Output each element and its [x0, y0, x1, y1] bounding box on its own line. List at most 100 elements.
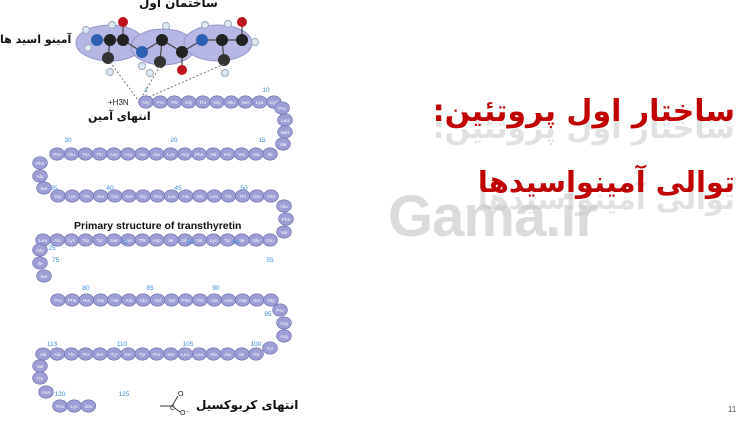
- residue-bead: Glu: [249, 189, 265, 203]
- illustration-title: ساختمان اول: [139, 0, 218, 10]
- residue-number: 10: [262, 87, 270, 94]
- residue-bead: Ile: [234, 347, 250, 361]
- residue-bead: Ala: [148, 147, 165, 161]
- residue-label: Ser: [124, 352, 132, 358]
- residue-label: Ala: [126, 298, 133, 304]
- residue-bead: Thr: [63, 347, 80, 361]
- residue-label: Arg: [280, 334, 288, 340]
- residue-bead: Pro: [50, 293, 66, 307]
- residue-bead: Ala: [49, 233, 65, 247]
- residue-bead: Pro: [274, 101, 290, 115]
- residue-bead: Arg: [177, 147, 193, 161]
- residue-bead: Glu: [263, 189, 279, 203]
- residue-bead: Thr: [220, 189, 237, 203]
- residue-bead: Phe: [191, 147, 207, 161]
- residue-number: 30: [64, 137, 72, 144]
- residue-label: Val: [196, 238, 203, 244]
- residue-bead: Lys: [66, 399, 82, 413]
- residue-label: Glu: [253, 194, 261, 200]
- residue-bead: Glu: [262, 233, 278, 247]
- residue-label: Asn: [42, 390, 51, 396]
- residue-bead: Met: [277, 125, 293, 139]
- residue-number: 1: [144, 87, 148, 94]
- residue-label: Phe: [36, 161, 45, 167]
- residue-bead: Thr: [77, 347, 94, 361]
- residue-bead: Gly: [192, 189, 208, 203]
- residue-label: Ser: [96, 352, 104, 358]
- residue-number: 125: [119, 391, 130, 398]
- residue-label: Asp: [124, 152, 133, 158]
- residue-bead: His: [219, 147, 236, 161]
- residue-bead: Phe: [278, 212, 294, 226]
- heading-line-2-text: توالی آمینواسیدها: [477, 165, 735, 199]
- residue-label: Leu: [195, 352, 203, 358]
- residue-bead: Lys: [251, 95, 268, 109]
- residue-label: Phe: [182, 298, 191, 304]
- residue-number: 70: [120, 239, 128, 246]
- residue-bead: Glu: [276, 199, 292, 213]
- residue-bead: Tyr: [262, 341, 278, 355]
- residue-label: Ala: [139, 152, 146, 158]
- residue-bead: Ala: [49, 347, 65, 361]
- amine-end-label: انتهای آمین: [88, 110, 151, 123]
- residue-bead: Val: [191, 233, 207, 247]
- residue-bead: Ile: [32, 256, 48, 270]
- amino-acid-molecule-illustration: [75, 17, 259, 101]
- residue-label: Pro: [156, 100, 164, 106]
- residue-bead: Glu: [149, 189, 166, 203]
- residue-label: Gly: [267, 298, 275, 304]
- residue-number: 25: [48, 245, 56, 252]
- residue-label: Phe: [282, 217, 291, 223]
- residue-bead: Ser: [237, 95, 254, 109]
- residue-label: Ser: [110, 238, 118, 244]
- protein-caption: Primary structure of transthyretin: [74, 220, 242, 232]
- residue-bead: Val: [35, 347, 51, 361]
- residue-label: Gly: [54, 194, 62, 200]
- residue-label: Phe: [68, 298, 77, 304]
- residue-bead: Ala: [248, 147, 264, 161]
- residue-bead: Glu: [80, 399, 97, 413]
- residue-bead: Thr: [32, 371, 48, 385]
- residue-bead: Tyr: [134, 347, 151, 361]
- residue-label: Arg: [280, 321, 288, 327]
- residue-label: Trp: [82, 152, 89, 158]
- residue-label: Ala: [210, 352, 217, 358]
- residue-bead: His: [78, 293, 95, 307]
- residue-bead: Val: [149, 293, 166, 307]
- residue-bead: Ser: [121, 189, 137, 203]
- heading-line-1-text: ساختار اول پروتئین:: [432, 94, 735, 129]
- residue-label: Ser: [242, 100, 250, 106]
- residue-bead: Asp: [148, 233, 165, 247]
- residue-number: 100: [251, 341, 262, 348]
- residue-bead: Pro: [148, 347, 165, 361]
- residue-bead: Asn: [38, 385, 54, 399]
- residue-label: Val: [154, 298, 161, 304]
- page-number: 11: [728, 405, 737, 414]
- residue-label: Lys: [256, 100, 264, 106]
- amino-terminus-label: +H3N: [108, 98, 129, 107]
- residue-label: Lys: [125, 238, 133, 244]
- residue-bead: Val: [276, 225, 292, 239]
- residue-label: Val: [168, 298, 175, 304]
- residue-bead: Thr: [91, 147, 108, 161]
- residue-label: Gly: [142, 100, 150, 106]
- residue-bead: Pro: [152, 95, 168, 109]
- residue-label: Ser: [40, 274, 48, 280]
- heading-line-2-reflection: توالی آمینواسیدها: [477, 182, 735, 216]
- residue-bead: Thr: [134, 233, 151, 247]
- residue-bead: Phe: [32, 156, 48, 170]
- residue-bead: Ser: [92, 189, 109, 203]
- residue-number: 85: [146, 285, 154, 292]
- residue-number: 35: [50, 185, 58, 192]
- residue-label: His: [83, 298, 91, 304]
- residue-bead: Ser: [249, 293, 265, 307]
- residue-label: Thr: [36, 376, 44, 382]
- residue-label: Met: [281, 130, 290, 136]
- carboxyl-end-label: انتهای کربوکسیل: [196, 398, 299, 412]
- heading-line-1: ساختار اول پروتئین: ساختار اول پروتئین:: [433, 94, 735, 146]
- residue-number: 80: [82, 285, 90, 292]
- residue-label: Asp: [110, 152, 119, 158]
- residue-label: Gly: [213, 100, 221, 106]
- residue-label: Pro: [276, 308, 284, 314]
